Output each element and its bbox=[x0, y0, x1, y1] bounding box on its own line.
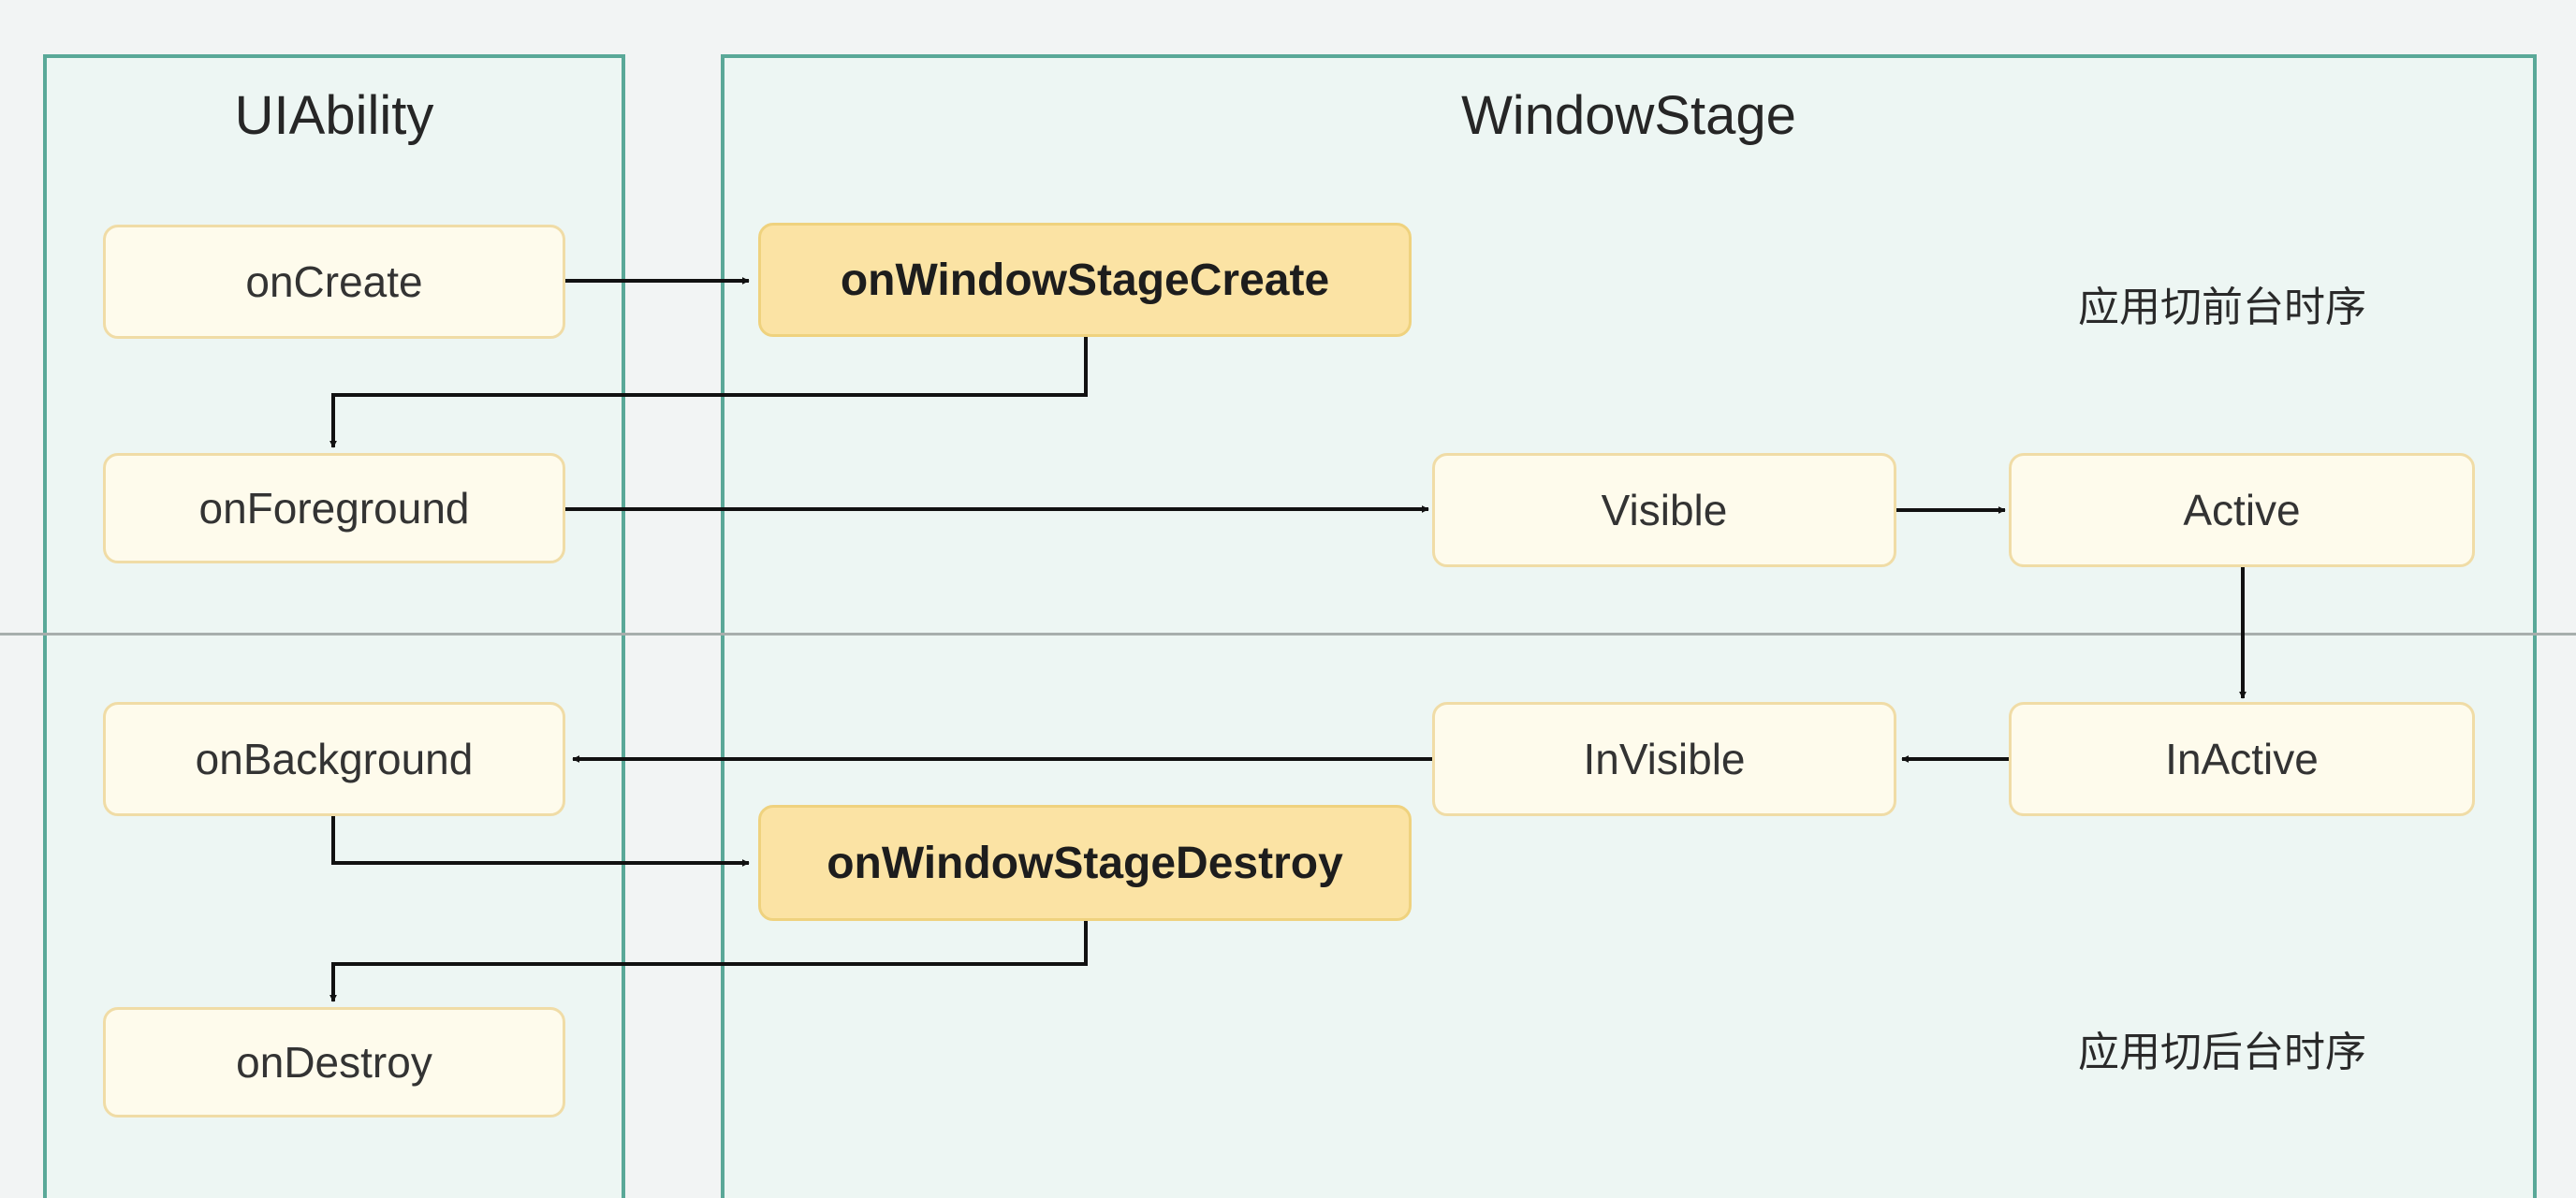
node-visible: Visible bbox=[1432, 453, 1896, 567]
arrow-onwindowstagedestroy-to-ondestroy bbox=[329, 921, 1088, 1002]
note-background-sequence: 应用切后台时序 bbox=[2078, 1029, 2366, 1076]
arrow-onwindowstagecreate-to-onforeground bbox=[329, 337, 1088, 448]
note-foreground-sequence: 应用切前台时序 bbox=[2078, 284, 2366, 331]
arrow-onbackground-to-onwindowstagedestroy bbox=[331, 816, 750, 867]
uiability-title: UIAbility bbox=[234, 85, 434, 146]
windowstage-panel: WindowStage bbox=[721, 54, 2537, 1198]
node-ondestroy: onDestroy bbox=[103, 1007, 565, 1118]
phase-divider bbox=[0, 633, 2576, 636]
windowstage-title: WindowStage bbox=[1461, 85, 1796, 146]
node-active: Active bbox=[2009, 453, 2475, 567]
node-onwindowstagedestroy: onWindowStageDestroy bbox=[758, 805, 1412, 921]
node-onforeground: onForeground bbox=[103, 453, 565, 563]
node-onbackground: onBackground bbox=[103, 702, 565, 816]
node-inactive: InActive bbox=[2009, 702, 2475, 816]
node-onwindowstagecreate: onWindowStageCreate bbox=[758, 223, 1412, 337]
node-invisible: InVisible bbox=[1432, 702, 1896, 816]
node-oncreate: onCreate bbox=[103, 225, 565, 339]
